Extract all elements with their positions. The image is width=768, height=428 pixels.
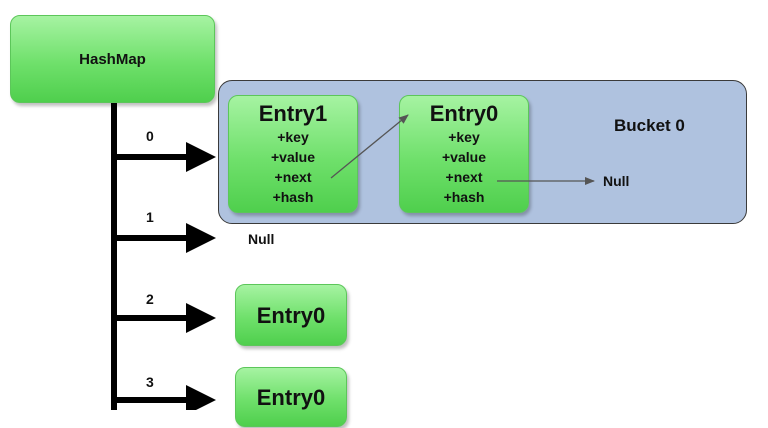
null-label-bucket-next: Null <box>603 173 630 189</box>
hashmap-diagram: HashMap Bucket 0 Entry1 +key +value +nex… <box>10 15 747 427</box>
entry-field-key: +key <box>277 129 309 145</box>
index-1-arrow-head <box>186 223 216 253</box>
hashmap-box: HashMap <box>10 15 215 103</box>
entry-title: Entry0 <box>429 101 499 126</box>
entry0-index2-card: Entry0 <box>235 284 347 346</box>
index-label-2: 2 <box>146 291 154 307</box>
entry-field-key: +key <box>448 129 480 145</box>
entry-field-next: +next <box>445 169 483 185</box>
entry-field-hash: +hash <box>272 189 314 205</box>
null-label-index-1: Null <box>248 231 275 247</box>
index-2-arrow-head <box>186 303 216 333</box>
bucket-0-label: Bucket 0 <box>614 116 685 135</box>
index-label-1: 1 <box>146 209 154 225</box>
entry-field-value: +value <box>271 149 315 165</box>
index-0-arrow-head <box>186 142 216 172</box>
entry0-index3-card: Entry0 <box>235 367 347 427</box>
index-label-0: 0 <box>146 128 154 144</box>
entry-title: Entry1 <box>258 101 328 126</box>
entry1-next-arrow <box>330 114 409 179</box>
connector-lines <box>111 102 216 410</box>
entry0-bucket-card: Entry0 +key +value +next +hash <box>399 95 529 213</box>
entry-field-next: +next <box>274 169 312 185</box>
index-3-arrow-head <box>186 385 216 410</box>
entry1-card: Entry1 +key +value +next +hash <box>228 95 358 213</box>
next-pointer-arrows <box>330 114 595 185</box>
index-label-3: 3 <box>146 374 154 390</box>
entry-field-value: +value <box>442 149 486 165</box>
entry-field-hash: +hash <box>443 189 485 205</box>
